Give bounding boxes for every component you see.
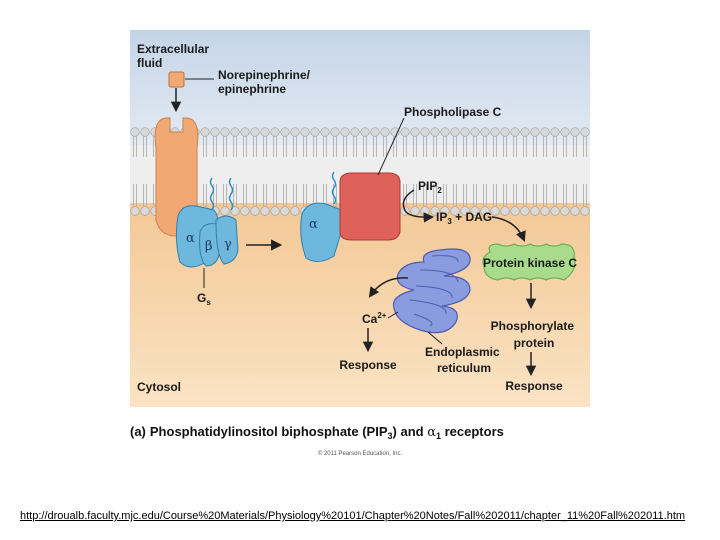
extracellular-label: Extracellular fluid <box>137 42 212 70</box>
phospholipase-leader-line <box>377 117 405 176</box>
endoplasmic-reticulum <box>392 248 471 334</box>
protein-kinase-c-label: Protein kinase C <box>483 256 577 270</box>
er-label: Endoplasmic reticulum <box>425 345 503 375</box>
gamma-label: γ <box>224 237 232 252</box>
ca-leader-line <box>387 311 399 319</box>
active-alpha-label: α <box>309 217 318 232</box>
lipid-anchor-2 <box>228 177 234 211</box>
lipid-anchor-1 <box>209 177 215 211</box>
figure-caption: (a)Phosphatidylinositol biphosphate (PIP… <box>130 424 504 441</box>
phospholipase-c-label: Phospholipase C <box>404 105 502 119</box>
ca-release-arrow <box>368 277 409 298</box>
g-protein-gamma-subunit <box>215 215 239 265</box>
protein-kinase-c <box>482 243 576 281</box>
response-right-label: Response <box>505 379 563 393</box>
er-leader-line <box>427 331 443 345</box>
gs-label: Gs <box>197 291 211 307</box>
beta-label: β <box>205 239 213 254</box>
cytosol-label: Cytosol <box>137 380 181 394</box>
response-left-label: Response <box>339 358 397 372</box>
norepinephrine-label: Norepinephrine/ epinephrine <box>218 68 313 96</box>
g-protein-beta-subunit <box>199 223 221 267</box>
pip2-label: PIP2 <box>418 179 442 195</box>
ligand-icon <box>168 71 185 88</box>
active-alpha-subunit <box>300 202 349 262</box>
ip3-dag-label: IP3 + DAG <box>436 210 492 226</box>
membrane-outer-leaflet <box>130 127 590 163</box>
alpha-label: α <box>186 231 195 246</box>
lipid-anchor-3 <box>331 171 337 205</box>
phosphorylate-label: Phosphorylate protein <box>491 319 578 350</box>
phospholipase-c-enzyme <box>339 172 401 241</box>
er-lumen-folds <box>409 255 459 327</box>
pip2-to-ip3-arrow <box>402 189 435 223</box>
calcium-label: Ca2+ <box>362 311 387 326</box>
dag-to-pkc-arrow <box>491 216 526 242</box>
copyright-notice: © 2011 Pearson Education, Inc. <box>318 450 403 457</box>
source-url-link[interactable]: http://droualb.faculty.mjc.edu/Course%20… <box>20 510 686 522</box>
